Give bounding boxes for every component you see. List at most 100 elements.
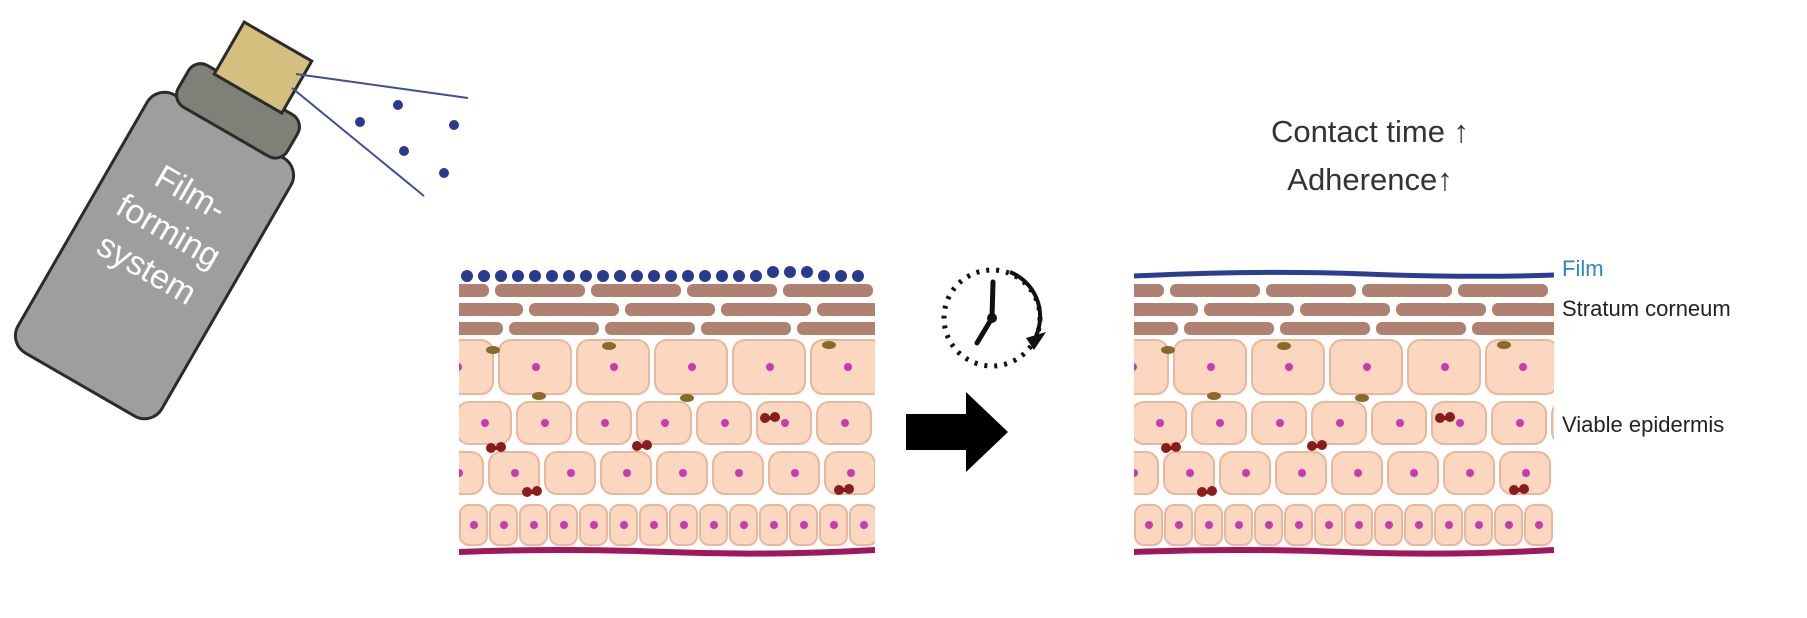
spray-droplet [355, 117, 365, 127]
nucleus [735, 469, 743, 477]
keratohyalin-granule [602, 342, 616, 350]
film-droplet [682, 270, 694, 282]
spray-droplet [449, 120, 459, 130]
corneocyte [459, 303, 523, 316]
corneocyte [1266, 284, 1356, 297]
corneocyte [509, 322, 599, 335]
clock-icon [941, 267, 1046, 369]
corneocyte [1458, 284, 1548, 297]
corneocyte [1134, 284, 1164, 297]
film-droplet [818, 270, 830, 282]
film-layer [1134, 269, 1554, 279]
nucleus [1415, 521, 1423, 529]
film-droplet [716, 270, 728, 282]
basement-membrane [1134, 547, 1554, 557]
nucleus [459, 363, 462, 371]
nucleus [860, 521, 868, 529]
keratinocyte [459, 451, 484, 495]
nucleus [1145, 521, 1153, 529]
nucleus [766, 363, 774, 371]
corneocyte [1134, 303, 1198, 316]
nucleus [710, 521, 718, 529]
film-label: Film [1562, 256, 1604, 281]
benefits-text: Contact time ↑ Adherence↑ [1240, 108, 1500, 204]
spray-can-icon: Film- forming system [13, 20, 314, 421]
corneocyte [605, 322, 695, 335]
nucleus [1175, 521, 1183, 529]
nucleus [567, 469, 575, 477]
keratinocyte [459, 339, 494, 395]
nucleus [847, 469, 855, 477]
nucleus [470, 521, 478, 529]
corneocyte [1376, 322, 1466, 335]
nucleus [601, 419, 609, 427]
corneocyte [797, 322, 875, 335]
film-droplet [512, 270, 524, 282]
melanocyte [1197, 486, 1217, 497]
keratohyalin-granule [532, 392, 546, 400]
corneocyte [1362, 284, 1452, 297]
nucleus [560, 521, 568, 529]
film-droplet [699, 270, 711, 282]
film-droplet [784, 266, 796, 278]
melanocyte [1307, 440, 1327, 451]
nucleus [844, 363, 852, 371]
keratohyalin-granule [822, 341, 836, 349]
nucleus [781, 419, 789, 427]
nucleus [800, 521, 808, 529]
corneocyte [459, 322, 503, 335]
keratohyalin-granule [1161, 346, 1175, 354]
corneocyte [1184, 322, 1274, 335]
nucleus [1216, 419, 1224, 427]
corneocyte [817, 303, 875, 316]
film-droplet [529, 270, 541, 282]
corneocyte [1134, 322, 1178, 335]
nucleus [841, 419, 849, 427]
nucleus [1355, 521, 1363, 529]
nucleus [680, 521, 688, 529]
film-droplet [563, 270, 575, 282]
nucleus [1354, 469, 1362, 477]
nucleus [1441, 363, 1449, 371]
melanocyte [632, 440, 652, 451]
nucleus [721, 419, 729, 427]
corneocyte [529, 303, 619, 316]
nucleus [1396, 419, 1404, 427]
nucleus [1207, 363, 1215, 371]
spray-mist [291, 73, 469, 197]
film-droplet [546, 270, 558, 282]
melanocyte [834, 484, 854, 495]
keratinocyte [1134, 451, 1159, 495]
keratohyalin-granule [1497, 341, 1511, 349]
melanocyte [760, 412, 780, 423]
contact-time-label: Contact time ↑ [1270, 114, 1470, 149]
nucleus [511, 469, 519, 477]
keratinocyte [810, 339, 875, 395]
keratohyalin-granule [1207, 392, 1221, 400]
nucleus [1205, 521, 1213, 529]
corneocyte [1204, 303, 1294, 316]
nucleus [1134, 469, 1138, 477]
skin-section-before [459, 266, 875, 557]
keratinocyte [1134, 339, 1169, 395]
nucleus [1336, 419, 1344, 427]
nucleus [679, 469, 687, 477]
basement-membrane [459, 547, 875, 557]
nucleus [661, 419, 669, 427]
viable-epidermis-label: Viable epidermis [1562, 412, 1725, 437]
corneocyte [1396, 303, 1486, 316]
nucleus [590, 521, 598, 529]
nucleus [1265, 521, 1273, 529]
corneocyte [1280, 322, 1370, 335]
film-droplet [801, 266, 813, 278]
nucleus [459, 469, 463, 477]
melanocyte [1435, 412, 1455, 423]
nucleus [1445, 521, 1453, 529]
film-droplet [580, 270, 592, 282]
melanocyte [1509, 484, 1529, 495]
nucleus [1295, 521, 1303, 529]
nucleus [1186, 469, 1194, 477]
nucleus [688, 363, 696, 371]
corneocyte [1300, 303, 1390, 316]
